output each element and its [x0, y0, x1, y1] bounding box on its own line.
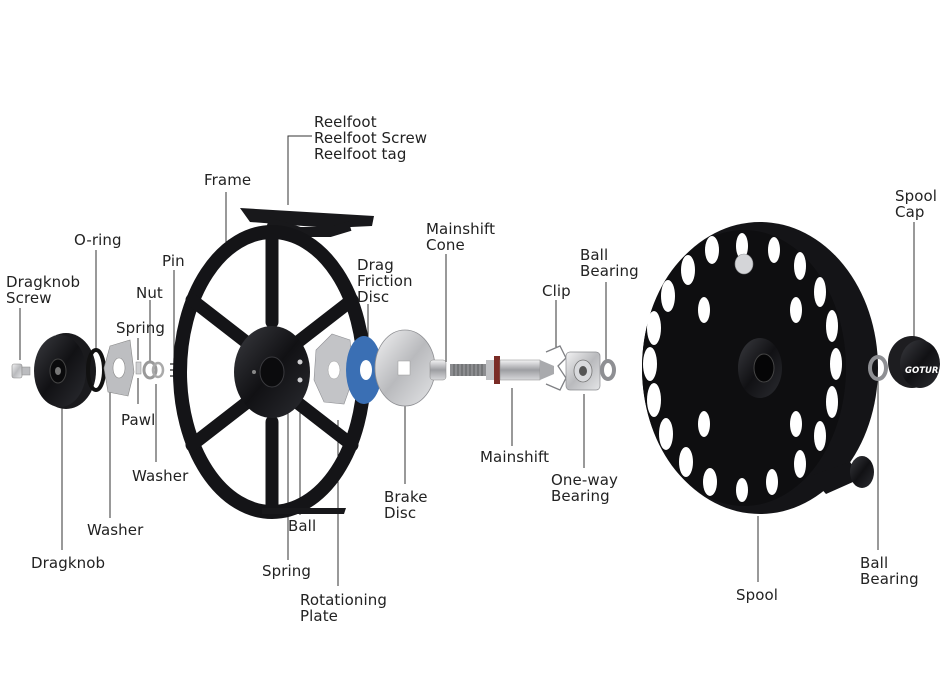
washer-part [103, 339, 135, 397]
label-washer: Washer [87, 521, 144, 539]
label-ball-bearing-top-line2: Bearing [580, 262, 639, 280]
label-ball: Ball [288, 517, 317, 535]
brake-disc-part [374, 329, 436, 407]
label-mainshift-cone-line2: Cone [426, 236, 465, 254]
label-pin: Pin [162, 252, 185, 270]
label-ball-bearing-bottom-line2: Bearing [860, 570, 919, 588]
label-mainshift: Mainshift [480, 448, 550, 466]
spool-cap-part: GOTURE [888, 336, 944, 388]
label-one-way-bearing-line1: One-way [551, 471, 618, 489]
label-dragknob: Dragknob [31, 554, 106, 572]
label-reelfoot-screw: Reelfoot Screw [314, 129, 428, 147]
label-rotationing-plate-line2: Plate [300, 607, 339, 625]
label-washer-small: Washer [132, 467, 189, 485]
ball-bearing-top-part [600, 359, 616, 381]
label-reelfoot-tag: Reelfoot tag [314, 145, 407, 163]
label-ball-bearing-bottom-line1: Ball [860, 554, 889, 572]
frame-part [173, 208, 374, 519]
label-brake-disc-line2: Disc [384, 504, 417, 522]
one-way-bearing-part [565, 351, 601, 391]
label-frame: Frame [204, 171, 252, 189]
label-nut: Nut [136, 284, 163, 302]
ball-bearing-bottom-part [868, 355, 888, 381]
label-one-way-bearing-line2: Bearing [551, 487, 610, 505]
mainshift-part [450, 356, 554, 384]
label-dragknob-screw-line2: Screw [6, 289, 52, 307]
label-dragknob-screw-line1: Dragknob [6, 273, 81, 291]
label-pawl: Pawl [121, 411, 156, 429]
label-spring-top: Spring [116, 319, 166, 337]
clip-part [545, 345, 567, 391]
small-parts-cluster [135, 360, 178, 380]
label-mainshift-cone-line1: Mainshift [426, 220, 496, 238]
dragknob-part [34, 333, 96, 409]
label-spool-cap-line1: Spool [895, 187, 938, 205]
mainshift-cone-part [429, 359, 447, 381]
label-spring-bottom: Spring [262, 562, 312, 580]
label-ball-bearing-top-line1: Ball [580, 246, 609, 264]
drag-friction-disc-part [346, 336, 382, 404]
label-drag-friction-disc-line2: Friction [357, 272, 413, 290]
label-reelfoot: Reelfoot [314, 113, 377, 131]
label-rotationing-plate-line1: Rotationing [300, 591, 388, 609]
label-drag-friction-disc-line3: Disc [357, 288, 390, 306]
label-brake-disc-line1: Brake [384, 488, 428, 506]
brand-logo: GOTURE [905, 366, 944, 376]
label-drag-friction-disc-line1: Drag [357, 256, 394, 274]
label-spool: Spool [736, 586, 779, 604]
rotationing-plate-part [313, 333, 355, 405]
dragknob-screw-part [11, 363, 31, 379]
label-spool-cap-line2: Cap [895, 203, 925, 221]
spool-part [642, 222, 878, 514]
label-clip: Clip [542, 282, 571, 300]
o-ring-part [86, 348, 106, 392]
label-o-ring: O-ring [74, 231, 122, 249]
